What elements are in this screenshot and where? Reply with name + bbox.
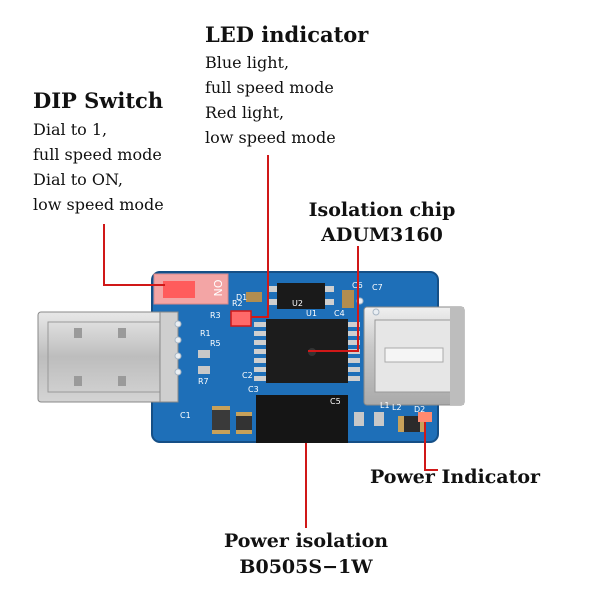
silk-label: U1 [306,309,317,318]
silk-label: C5 [330,397,341,406]
silk-label: D2 [414,405,425,414]
silk-label: C1 [180,411,191,420]
silk-label: C3 [248,385,259,394]
led-line-4: low speed mode [205,128,336,147]
chip-line-2: ADUM3160 [321,224,443,246]
dip-line-4: low speed mode [33,195,164,214]
silk-label: U2 [292,299,303,308]
silk-label: C2 [242,371,253,380]
silkscreen-labels: R2 R3 R1 R5 R7 C1 C2 C3 C4 C5 C6 C7 L1 L… [180,281,425,420]
usb-a-male-connector [37,311,179,403]
silk-label: C4 [334,309,345,318]
dip-switch-text: ON [211,280,224,297]
power-led [418,412,432,422]
dip-line-2: full speed mode [33,145,162,164]
dip-switch-pointer [103,224,165,286]
led-pointer [251,155,269,318]
silk-label: R3 [210,311,221,320]
silk-label: R7 [198,377,209,386]
power-indicator-annotation: Power Indicator [370,466,540,488]
power-indicator-title: Power Indicator [370,466,541,488]
dip-line-3: Dial to ON, [33,170,124,189]
silk-label: D1 [236,293,247,302]
silk-label: R5 [210,339,221,348]
silk-label: C7 [372,283,383,292]
dip-switch: ON [153,273,229,305]
silk-label: L2 [392,403,402,412]
pointer-lines [103,155,438,528]
chip-pointer [308,246,359,352]
usb-a-female-connector [363,306,465,406]
silk-label: R1 [200,329,211,338]
silk-label: R2 [232,299,243,308]
silk-label: L1 [380,401,390,410]
led-line-3: Red light, [205,103,285,122]
regulator-chip [268,283,334,309]
power-indicator-pointer [424,422,438,471]
led-title: LED indicator [205,22,369,47]
dip-line-1: Dial to 1, [33,120,108,139]
power-isolation-module [256,395,348,443]
led-line-1: Blue light, [205,53,290,72]
chip-line-1: Isolation chip [308,199,456,221]
dip-title: DIP Switch [33,88,164,113]
led-indicator [230,310,252,327]
power-isolation-annotation: Power isolation B0505S−1W [218,528,394,580]
led-line-2: full speed mode [205,78,334,97]
led-annotation: LED indicator Blue light, full speed mod… [205,22,368,150]
mount-holes [174,297,380,376]
power-isolation-line-1: Power isolation [223,530,389,552]
power-isolation-line-2: B0505S−1W [239,556,373,578]
dip-annotation: DIP Switch Dial to 1, full speed mode Di… [33,88,164,217]
chip-annotation: Isolation chip ADUM3160 [292,198,472,248]
